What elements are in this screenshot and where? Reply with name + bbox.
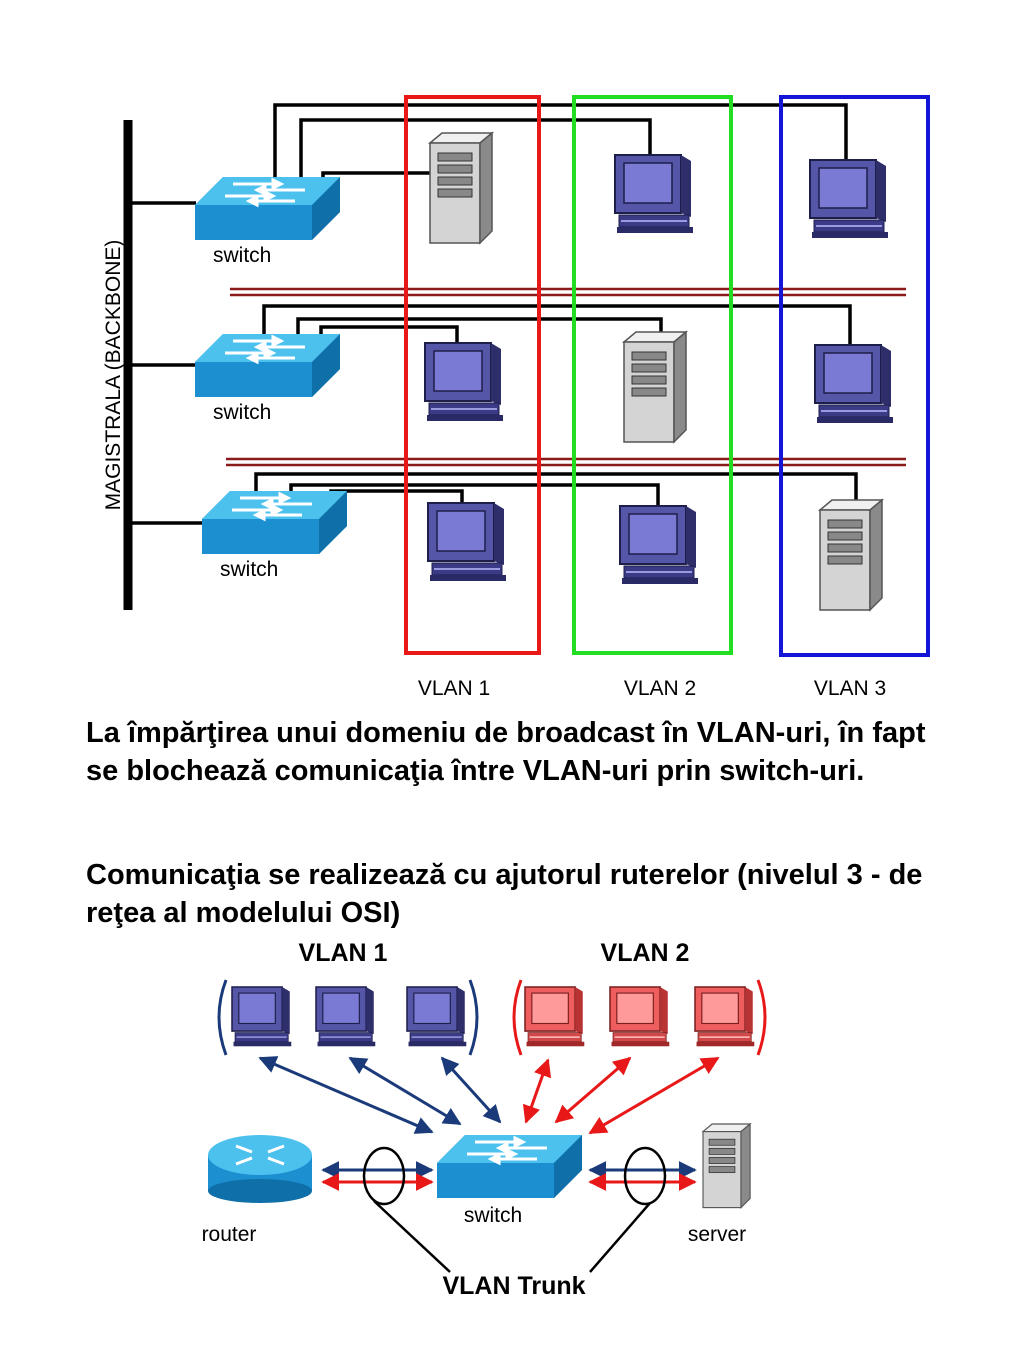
cables-row-1	[128, 103, 848, 205]
workstation-icon	[809, 159, 889, 239]
workstation-icon	[427, 502, 507, 582]
vlan-1-links	[258, 1056, 502, 1134]
workstation-icon	[614, 154, 694, 234]
switch-label: switch	[464, 1204, 522, 1227]
workstation-icon	[424, 342, 504, 422]
vlan-label: VLAN 2	[624, 677, 696, 700]
vlan-3-box	[779, 95, 930, 657]
vlan-group-label: VLAN 2	[601, 939, 690, 967]
vlan-2-bracket	[756, 979, 767, 1056]
workstation-icon	[619, 505, 699, 585]
vlan-1-box	[404, 95, 541, 655]
switch-label: switch	[220, 558, 278, 581]
trunk-link-server	[588, 1161, 697, 1191]
switch-icon	[435, 1133, 584, 1200]
vlan-label: VLAN 3	[814, 677, 886, 700]
server-icon	[819, 499, 883, 611]
vlan-2-links	[522, 1056, 720, 1135]
vlan-1-bracket	[217, 979, 228, 1056]
top-network-diagram: MAGISTRALA (BACKBONE)	[102, 95, 930, 700]
trunk-link-router	[321, 1161, 434, 1191]
bottom-network-diagram: VLAN 1 VLAN 2	[202, 939, 767, 1300]
cables-row-2	[128, 304, 852, 367]
switch-icon	[193, 332, 342, 399]
trunk-callout	[362, 1146, 667, 1273]
switch-icon	[200, 489, 349, 556]
vlan-2-bracket	[512, 979, 523, 1056]
server-icon	[702, 1123, 751, 1209]
description-paragraph-2: Comunicaţia se realizează cu ajutorul ru…	[86, 859, 923, 929]
row-separator	[230, 287, 906, 297]
workstation-icon	[694, 986, 756, 1048]
server-icon	[429, 132, 493, 244]
workstation-icon	[814, 344, 894, 424]
router-icon	[208, 1135, 312, 1203]
switch-label: switch	[213, 401, 271, 424]
vlan-2-box	[572, 95, 733, 655]
router-label: router	[202, 1223, 257, 1246]
server-label: server	[688, 1223, 746, 1246]
description-paragraph-1: La împărţirea unui domeniu de broadcast …	[86, 717, 926, 787]
vlan-1-bracket	[468, 979, 479, 1056]
switch-label: switch	[213, 244, 271, 267]
workstation-icon	[231, 986, 293, 1048]
workstation-icon	[524, 986, 586, 1048]
workstation-icon	[406, 986, 468, 1048]
workstation-icon	[609, 986, 671, 1048]
server-icon	[623, 331, 687, 443]
workstation-icon	[315, 986, 377, 1048]
vlan-label: VLAN 1	[418, 677, 490, 700]
switch-icon	[193, 175, 342, 242]
vlan-group-label: VLAN 1	[299, 939, 388, 967]
vlan-trunk-label: VLAN Trunk	[442, 1272, 585, 1300]
backbone-label: MAGISTRALA (BACKBONE)	[102, 240, 125, 511]
row-separator	[226, 457, 906, 467]
